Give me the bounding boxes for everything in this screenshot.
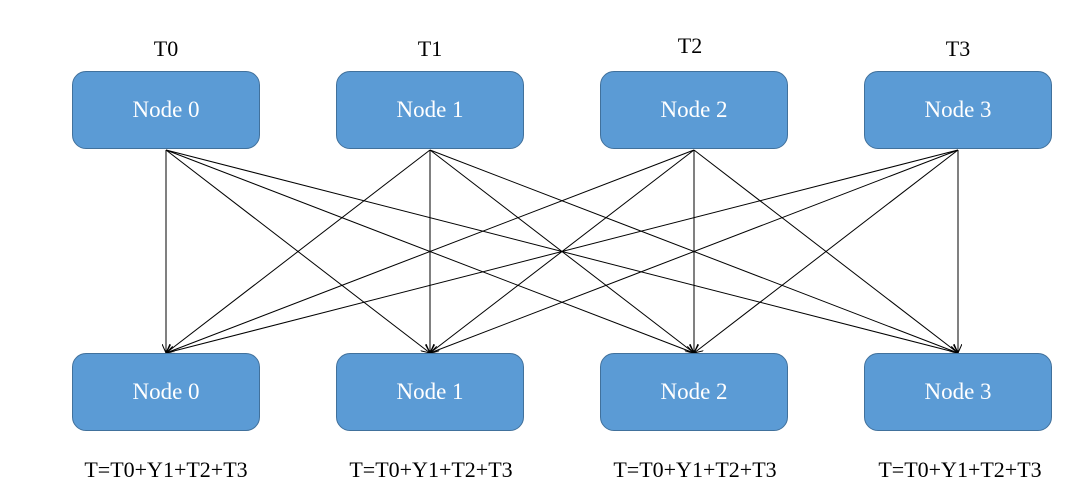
time-label-t0: T0 [153, 36, 179, 61]
node-label: Node 3 [924, 97, 992, 122]
time-formula-0: T=T0+Y1+T2+T3 [84, 457, 248, 482]
time-label-t3: T3 [945, 36, 971, 61]
time-formula-1: T=T0+Y1+T2+T3 [349, 457, 513, 482]
edge-node3-to-node2 [694, 149, 959, 353]
edge-node2-to-node0 [166, 149, 695, 353]
source-node-2: Node 2 [600, 71, 788, 149]
edge-node1-to-node0 [166, 149, 431, 353]
node-label: Node 1 [396, 97, 464, 122]
node-label: Node 2 [660, 97, 728, 122]
target-node-1: Node 1 [336, 353, 524, 431]
time-label-t1: T1 [417, 36, 443, 61]
node-label: Node 2 [660, 379, 728, 404]
edge-node3-to-node1 [430, 149, 959, 353]
time-formula-3: T=T0+Y1+T2+T3 [878, 457, 1042, 482]
target-node-2: Node 2 [600, 353, 788, 431]
time-label-t2: T2 [677, 33, 703, 58]
edge-node3-to-node0 [166, 149, 959, 353]
time-formula-2: T=T0+Y1+T2+T3 [613, 457, 777, 482]
node-label: Node 3 [924, 379, 992, 404]
node-label: Node 0 [132, 97, 200, 122]
node-label: Node 1 [396, 379, 464, 404]
source-node-1: Node 1 [336, 71, 524, 149]
source-node-3: Node 3 [864, 71, 1052, 149]
source-node-0: Node 0 [72, 71, 260, 149]
target-node-0: Node 0 [72, 353, 260, 431]
node-label: Node 0 [132, 379, 200, 404]
target-node-3: Node 3 [864, 353, 1052, 431]
